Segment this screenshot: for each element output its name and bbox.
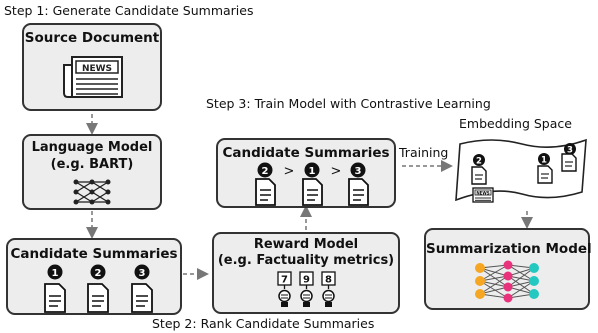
embedding-doc-2: 2 bbox=[471, 154, 487, 185]
language-model-title: Language Model bbox=[31, 140, 153, 155]
embedding-number-3: 3 bbox=[567, 146, 573, 156]
score-2: 9 bbox=[303, 275, 310, 286]
score-judge-1: 7 bbox=[277, 271, 292, 307]
embedding-doc-1: 1 bbox=[537, 153, 553, 184]
colored-network-icon bbox=[475, 260, 539, 303]
ranked-candidates-box: Candidate Summaries 2 > 1 > 3 bbox=[216, 138, 396, 208]
candidate-number-2: 2 bbox=[95, 268, 102, 279]
ranked-candidate-1: 1 bbox=[302, 162, 323, 206]
language-model-box: Language Model (e.g. BART) bbox=[22, 134, 162, 210]
language-model-subtitle: (e.g. BART) bbox=[50, 157, 134, 172]
step3-label: Step 3: Train Model with Contrastive Lea… bbox=[206, 96, 491, 111]
score-judge-3: 8 bbox=[321, 271, 336, 307]
ranked-candidate-3: 3 bbox=[348, 162, 369, 206]
candidate-number-3: 3 bbox=[139, 268, 146, 279]
source-document-box: Source Document NEWS bbox=[22, 23, 162, 111]
summarization-model-box: Summarization Model bbox=[424, 228, 592, 310]
embedding-number-2: 2 bbox=[476, 157, 482, 167]
embedding-number-1: 1 bbox=[541, 156, 547, 166]
ranked-number-1: 2 bbox=[262, 166, 269, 177]
ranked-number-2: 1 bbox=[309, 166, 316, 177]
candidate-summaries-box: Candidate Summaries 1 2 3 bbox=[6, 238, 182, 315]
step1-label: Step 1: Generate Candidate Summaries bbox=[4, 3, 254, 18]
embedding-newspaper-icon: NEWS bbox=[472, 187, 494, 203]
ranked-candidate-2: 2 bbox=[255, 162, 276, 206]
score-1: 7 bbox=[281, 275, 288, 286]
ranked-number-3: 3 bbox=[355, 166, 362, 177]
greater-than-2: > bbox=[331, 164, 342, 179]
ranked-documents: 2 > 1 > 3 bbox=[255, 162, 369, 206]
ranked-candidates-title: Candidate Summaries bbox=[222, 145, 390, 161]
score-judges: 7 9 8 bbox=[277, 271, 336, 307]
reward-model-title: Reward Model bbox=[253, 237, 359, 252]
embedding-doc-3: 3 bbox=[561, 143, 577, 172]
score-judge-2: 9 bbox=[299, 271, 314, 307]
candidate-3: 3 bbox=[131, 264, 153, 313]
newspaper-icon: NEWS bbox=[63, 56, 123, 98]
embedding-news-label: NEWS bbox=[476, 190, 489, 195]
training-label: Training bbox=[399, 145, 449, 160]
news-label: NEWS bbox=[82, 64, 112, 74]
score-3: 8 bbox=[325, 275, 332, 286]
reward-model-box: Reward Model (e.g. Factuality metrics) 7… bbox=[212, 232, 400, 314]
neural-network-icon bbox=[73, 179, 111, 205]
reward-model-subtitle: (e.g. Factuality metrics) bbox=[217, 253, 395, 268]
candidate-number-1: 1 bbox=[52, 268, 59, 279]
embedding-space-title: Embedding Space bbox=[459, 116, 572, 131]
candidate-2: 2 bbox=[87, 264, 109, 313]
embedding-space-sheet: 2 NEWS 1 3 bbox=[455, 138, 587, 203]
summarization-model-title: Summarization Model bbox=[426, 241, 592, 257]
candidate-documents: 1 2 3 bbox=[44, 264, 153, 313]
candidate-summaries-title: Candidate Summaries bbox=[10, 246, 178, 262]
step2-label: Step 2: Rank Candidate Summaries bbox=[152, 316, 375, 331]
greater-than-1: > bbox=[284, 164, 295, 179]
source-document-title: Source Document bbox=[24, 30, 160, 46]
candidate-1: 1 bbox=[44, 264, 66, 313]
